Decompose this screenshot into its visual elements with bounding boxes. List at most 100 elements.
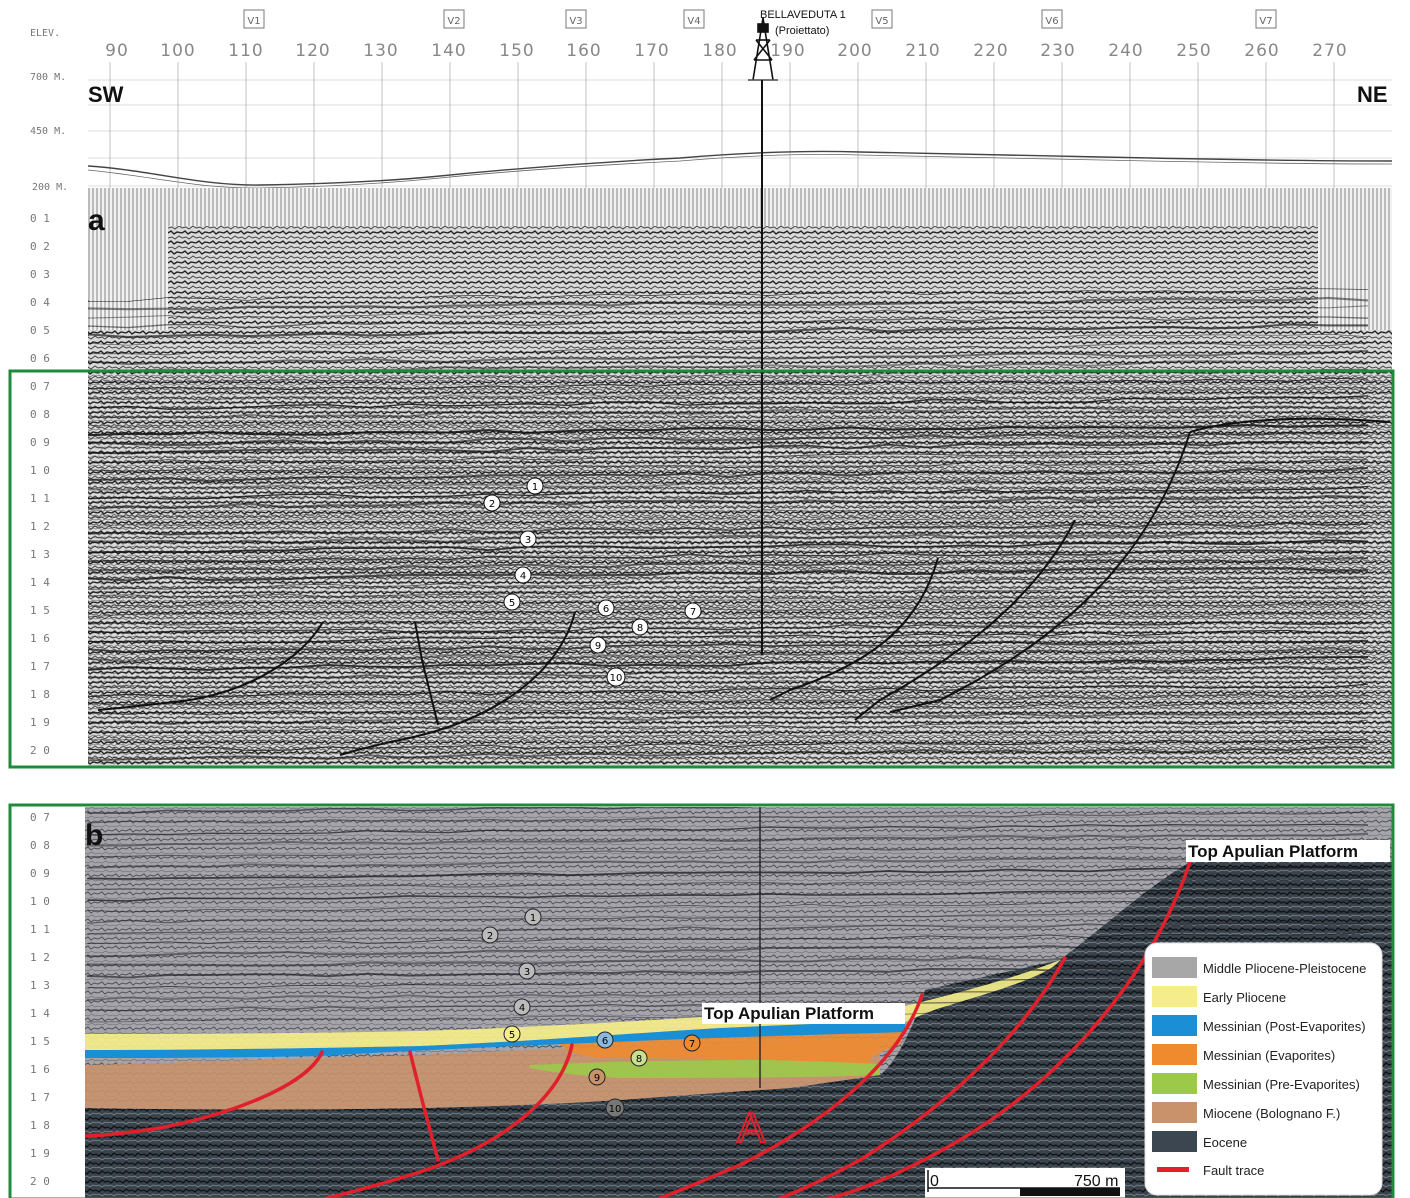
top-apulian-platform-label-right: Top Apulian Platform	[1188, 842, 1358, 861]
horizon-marker: 3	[525, 535, 531, 546]
legend-label: Messinian (Evaporites)	[1203, 1048, 1335, 1063]
reflector-line	[87, 888, 1369, 902]
reflector-line	[88, 451, 1369, 464]
time-tick: 1 0	[30, 895, 50, 908]
reflector-line	[88, 549, 1369, 563]
reflector-line	[87, 910, 1369, 924]
reflector-line	[88, 431, 1369, 447]
reflector-line	[87, 807, 760, 814]
reflector-line	[88, 494, 1369, 510]
reflector-line	[88, 531, 1369, 545]
reflector-line	[88, 738, 1369, 752]
reflector-line	[87, 832, 1369, 847]
reflector-line	[88, 405, 1369, 419]
legend-swatch	[1152, 1102, 1197, 1123]
time-tick: 1 2	[30, 951, 50, 964]
time-tick: 1 1	[30, 492, 50, 505]
reflector-line	[87, 931, 1369, 944]
top-apulian-platform-label-mid: Top Apulian Platform	[704, 1004, 874, 1023]
horizon-marker: 1	[530, 913, 536, 924]
elev-200: 200 M.	[32, 182, 68, 193]
reflector-line	[88, 296, 1369, 311]
reflector-line	[88, 557, 1369, 572]
station-marker: V5	[875, 16, 888, 27]
time-tick: 0 9	[30, 867, 50, 880]
reflector-line	[88, 476, 1369, 491]
panel-b-label: b	[85, 819, 103, 852]
reflector-line	[88, 576, 1369, 591]
topography-line-2	[87, 153, 1393, 189]
time-tick: 0 3	[30, 268, 50, 281]
horizon-marker: 10	[610, 673, 623, 684]
reflector-line	[88, 349, 1369, 366]
reflector-line	[88, 586, 1368, 598]
time-tick: 0 7	[30, 380, 50, 393]
horizon-marker: 6	[602, 1036, 608, 1047]
reflector-line	[88, 305, 1369, 320]
reflector-line	[88, 719, 1369, 734]
horizon-marker: 2	[487, 931, 493, 942]
cdp-tick: 190	[770, 41, 805, 61]
horizon-marker: 4	[519, 1003, 525, 1014]
time-tick: 1 7	[30, 660, 50, 673]
time-tick: 0 7	[30, 811, 50, 824]
ne-label: NE	[1357, 82, 1388, 107]
horizon-marker: 8	[636, 1054, 642, 1065]
station-marker: V4	[687, 16, 700, 27]
horizon-marker: 1	[532, 482, 538, 493]
station-markers: V1 V2 V3 V4 V5 V6 V7	[243, 9, 1277, 29]
unit-early-pliocene	[85, 960, 1060, 1050]
reflector-line	[88, 595, 1369, 608]
reflector-line	[88, 675, 1369, 689]
reflector-line	[88, 701, 1369, 716]
time-tick: 1 6	[30, 1063, 50, 1076]
cdp-tick: 200	[837, 41, 872, 61]
legend: Middle Pliocene-Pleistocene Early Plioce…	[1144, 942, 1383, 1196]
reflector-line	[88, 603, 1369, 618]
well-name: BELLAVEDUTA 1	[760, 9, 846, 21]
horizon-marker: 10	[609, 1104, 622, 1115]
cdp-tick: 100	[160, 41, 195, 61]
station-marker: V6	[1045, 16, 1058, 27]
unit-messinian-post-evaporites	[85, 1022, 905, 1058]
elevation-vertical-grid	[109, 62, 1335, 188]
legend-label: Messinian (Pre-Evaporites)	[1203, 1077, 1360, 1092]
reflector-line	[88, 323, 1368, 339]
legend-swatch	[1152, 957, 1197, 978]
reflector-line	[88, 386, 1369, 401]
reflector-line	[88, 333, 1369, 346]
cdp-tick: 210	[905, 41, 940, 61]
well-note: (Proiettato)	[775, 25, 829, 37]
reflector-line	[88, 683, 1369, 698]
reflector-line	[88, 693, 1369, 706]
reflector-line	[88, 413, 1369, 427]
time-tick: 0 4	[30, 296, 50, 309]
panel-a-label: a	[88, 204, 105, 237]
time-tick: 1 0	[30, 464, 50, 477]
panel-a-focus-frame	[8, 369, 1395, 769]
elev-label: ELEV.	[30, 28, 60, 39]
reflector-line	[88, 504, 1369, 518]
reflector-line	[88, 395, 1369, 410]
horizon-marker: 6	[603, 604, 609, 615]
legend-swatch	[1152, 1015, 1197, 1036]
scale-bar-start: 0	[930, 1173, 939, 1190]
time-tick: 2 0	[30, 1175, 50, 1188]
reflector-line	[87, 943, 1369, 958]
time-tick: 1 9	[30, 716, 50, 729]
reflector-line	[87, 899, 1369, 913]
horizon-marker: 9	[594, 1073, 600, 1084]
station-marker: V3	[569, 16, 582, 27]
fault-lines	[97, 417, 1391, 756]
elev-700: 700 M.	[30, 72, 66, 83]
horizon-marker: 5	[509, 1030, 515, 1041]
panel-a-horizon-markers: 1 2 3 4 5 6 7 8 9 10	[483, 477, 702, 687]
panel-b-time-axis: 0 7 0 8 0 9 1 0 1 1 1 2 1 3 1 4 1 5 1 6 …	[30, 811, 50, 1188]
time-tick: 1 6	[30, 632, 50, 645]
reflector-line	[87, 921, 1369, 935]
time-tick: 1 3	[30, 548, 50, 561]
legend-swatch	[1157, 1167, 1189, 1172]
legend-swatch	[1152, 1044, 1197, 1065]
reflector-line	[88, 485, 1369, 500]
reflector-line	[88, 440, 1369, 455]
